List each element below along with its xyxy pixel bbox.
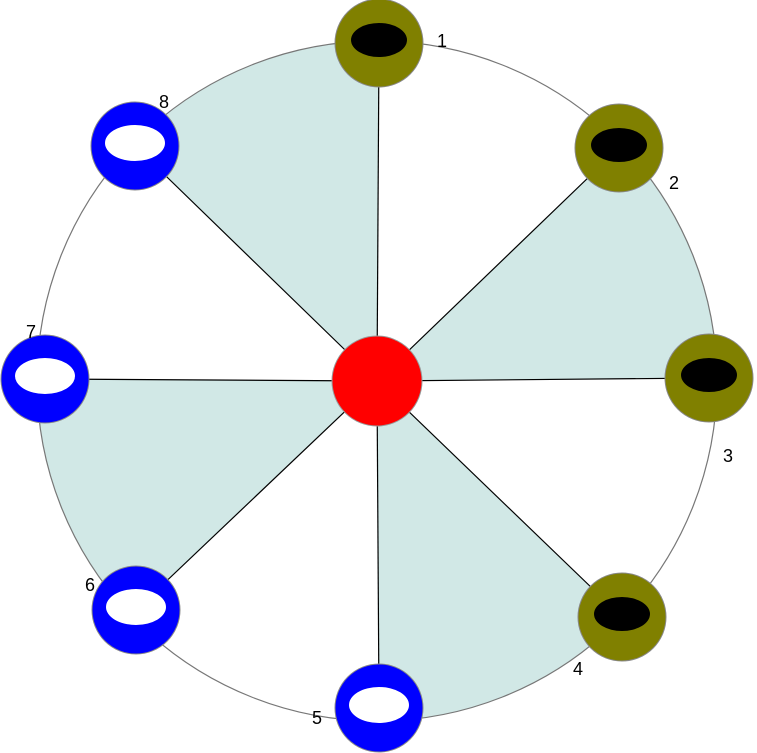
spoke-7 [44, 378, 378, 382]
node-hole-3 [681, 358, 737, 392]
spoke-3 [376, 377, 710, 382]
node-hole-6 [106, 589, 166, 625]
node-label-8: 8 [159, 92, 169, 112]
node-label-3: 3 [723, 446, 733, 466]
spokes [44, 42, 710, 709]
node-6 [91, 565, 181, 655]
node-2 [574, 103, 664, 193]
spoke-5 [376, 380, 380, 709]
shaded-sectors [36, 40, 717, 721]
spoke-6 [135, 380, 378, 611]
spoke-1 [376, 42, 380, 382]
node-hole-4 [594, 597, 650, 631]
spoke-8 [134, 145, 378, 382]
node-4 [577, 572, 667, 662]
node-hole-1 [351, 23, 407, 57]
shaded-sector-1 [133, 40, 380, 381]
node-hole-7 [15, 358, 75, 394]
node-8 [90, 101, 180, 191]
node-1 [334, 0, 424, 88]
node-5 [334, 663, 424, 753]
node-7 [0, 334, 90, 424]
node-label-6: 6 [85, 575, 95, 595]
node-label-4: 4 [573, 659, 583, 679]
node-hole-5 [349, 687, 409, 723]
node-hole-8 [105, 125, 165, 161]
node-label-5: 5 [312, 708, 322, 728]
shaded-sector-4 [36, 378, 377, 616]
node-label-1: 1 [437, 31, 447, 51]
node-hole-2 [591, 128, 647, 162]
shaded-sector-2 [377, 145, 717, 381]
node-3 [664, 333, 754, 423]
node-label-7: 7 [26, 322, 36, 342]
node-labels: 1 2 3 4 5 6 7 8 [26, 31, 733, 728]
hub-node [331, 335, 423, 427]
shaded-sector-3 [377, 381, 622, 721]
spoke-2 [376, 147, 620, 382]
node-label-2: 2 [669, 173, 679, 193]
spoke-4 [376, 380, 623, 618]
